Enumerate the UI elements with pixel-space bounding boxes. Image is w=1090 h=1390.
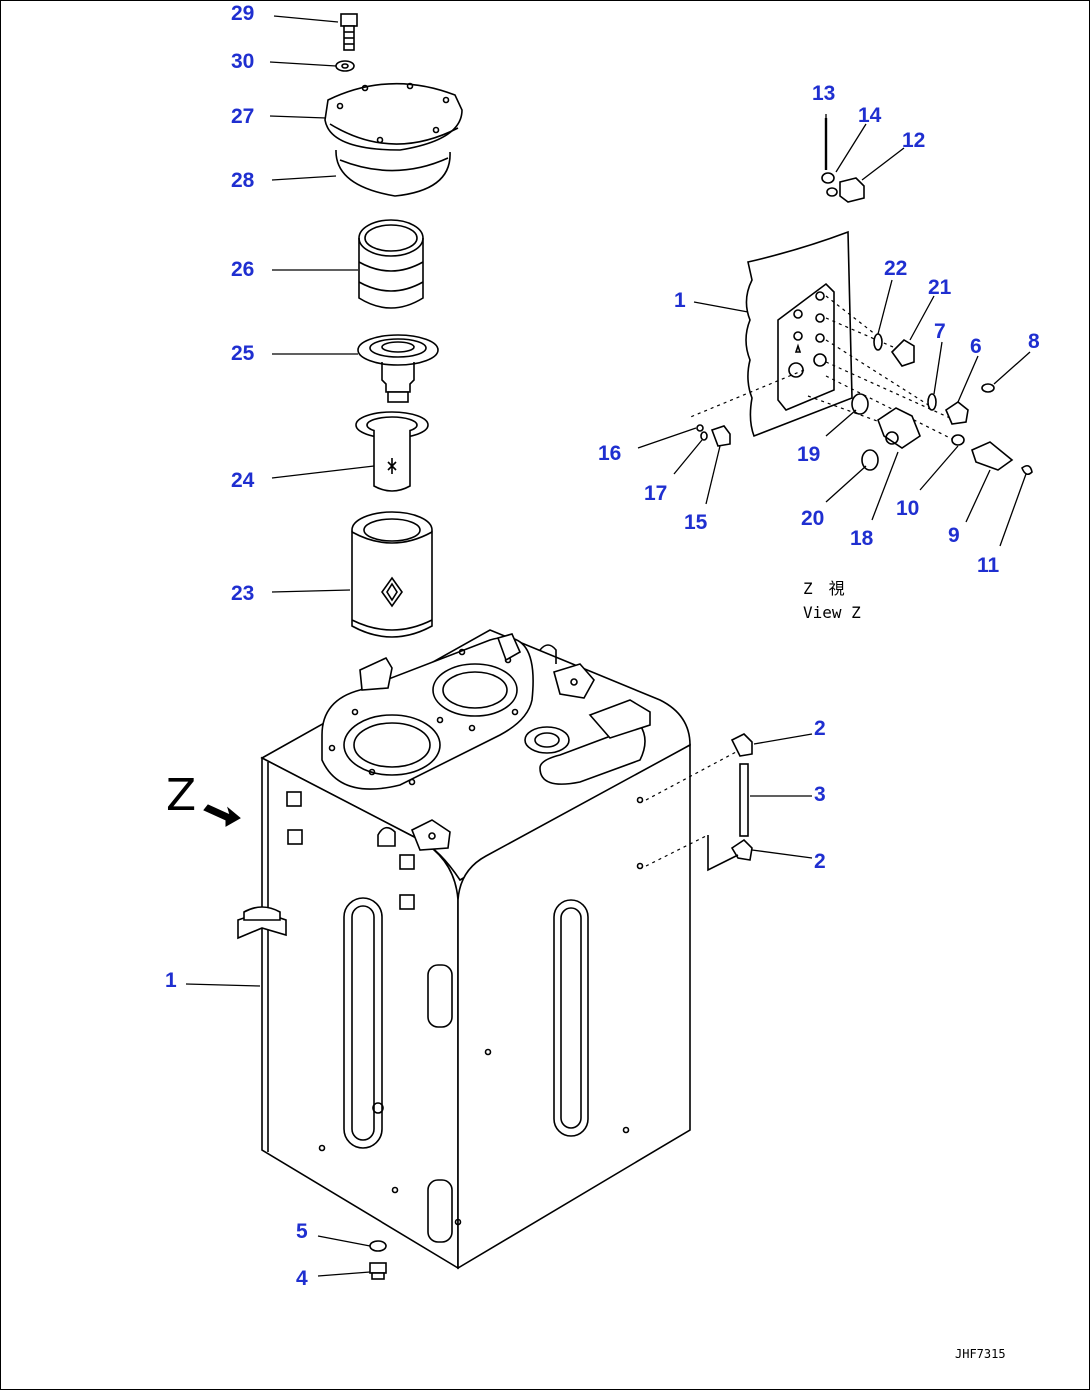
element-23 [351,511,433,638]
callout-10: 10 [896,497,919,520]
cover-27 [324,82,463,151]
view-z-parts [696,118,1033,476]
view-z-panel [745,230,853,438]
callout-29: 29 [231,2,254,25]
z-view-marker: Z [166,770,196,821]
callout-30: 30 [231,50,254,73]
strainer-26 [358,219,424,309]
callout-1-tank: 1 [165,969,177,992]
callout-4: 4 [296,1267,308,1290]
view-z-kanji-label: Z 視 [803,579,845,598]
callout-leaders [185,15,1031,1277]
callout-14: 14 [858,104,882,127]
callout-23: 23 [231,582,254,605]
gasket-28 [335,149,451,197]
elbow-2-upper [730,733,753,757]
callout-21: 21 [928,276,952,299]
callout-13: 13 [812,82,835,105]
strainer-24 [355,411,429,492]
callout-2-lower: 2 [814,850,826,873]
bolt-29 [340,13,358,51]
callout-24: 24 [231,469,255,492]
callout-8: 8 [1028,330,1040,353]
callout-18: 18 [850,527,874,550]
callout-6: 6 [970,335,982,358]
view-z-label: View Z [803,603,861,622]
washer-5 [369,1240,387,1252]
callout-25: 25 [231,342,255,365]
callout-9: 9 [948,524,960,547]
callout-26: 26 [231,258,254,281]
callout-7: 7 [934,320,946,343]
callout-5: 5 [296,1220,308,1243]
callout-22: 22 [884,257,907,280]
hydraulic-tank [237,629,691,1270]
callout-16: 16 [598,442,621,465]
callout-2-upper: 2 [814,717,826,740]
callout-1-view: 1 [674,289,686,312]
plug-4 [369,1262,387,1280]
callout-3: 3 [814,783,826,806]
callout-15: 15 [684,511,708,534]
washer-30 [335,60,355,72]
callout-12: 12 [902,129,925,152]
callout-11: 11 [977,554,1000,577]
callout-19: 19 [797,443,820,466]
callout-28: 28 [231,169,255,192]
callout-17: 17 [644,482,667,505]
drawing-code: JHF7315 [955,1347,1006,1361]
tube-3 [739,763,749,837]
callout-27: 27 [231,105,254,128]
valve-25 [357,334,439,403]
callout-labels: 29 30 27 28 26 25 24 23 1 1 13 14 12 22 … [165,2,1040,1290]
callout-20: 20 [801,507,824,530]
